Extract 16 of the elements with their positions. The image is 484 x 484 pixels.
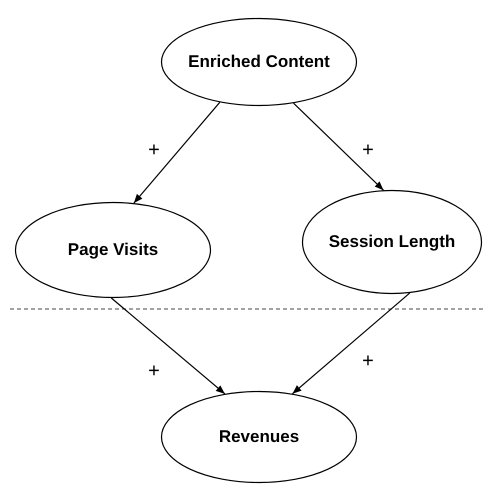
arrow: [110, 298, 226, 394]
edge-label: +: [147, 140, 161, 160]
edge-label: +: [361, 351, 375, 371]
edge-label: +: [361, 140, 375, 160]
arrow: [293, 102, 384, 191]
ellipse-node: [161, 18, 357, 106]
arrow: [292, 292, 410, 394]
node-label: Revenues: [218, 427, 300, 447]
node-label: Session Length: [328, 232, 456, 252]
arrow: [133, 102, 220, 204]
node-label: Page Visits: [68, 240, 158, 260]
edge-label: +: [147, 361, 161, 381]
node-label: Enriched Content: [188, 52, 330, 72]
ellipse-node: [15, 202, 211, 298]
ellipse-node: [161, 391, 357, 483]
ellipse-node: [302, 190, 482, 294]
